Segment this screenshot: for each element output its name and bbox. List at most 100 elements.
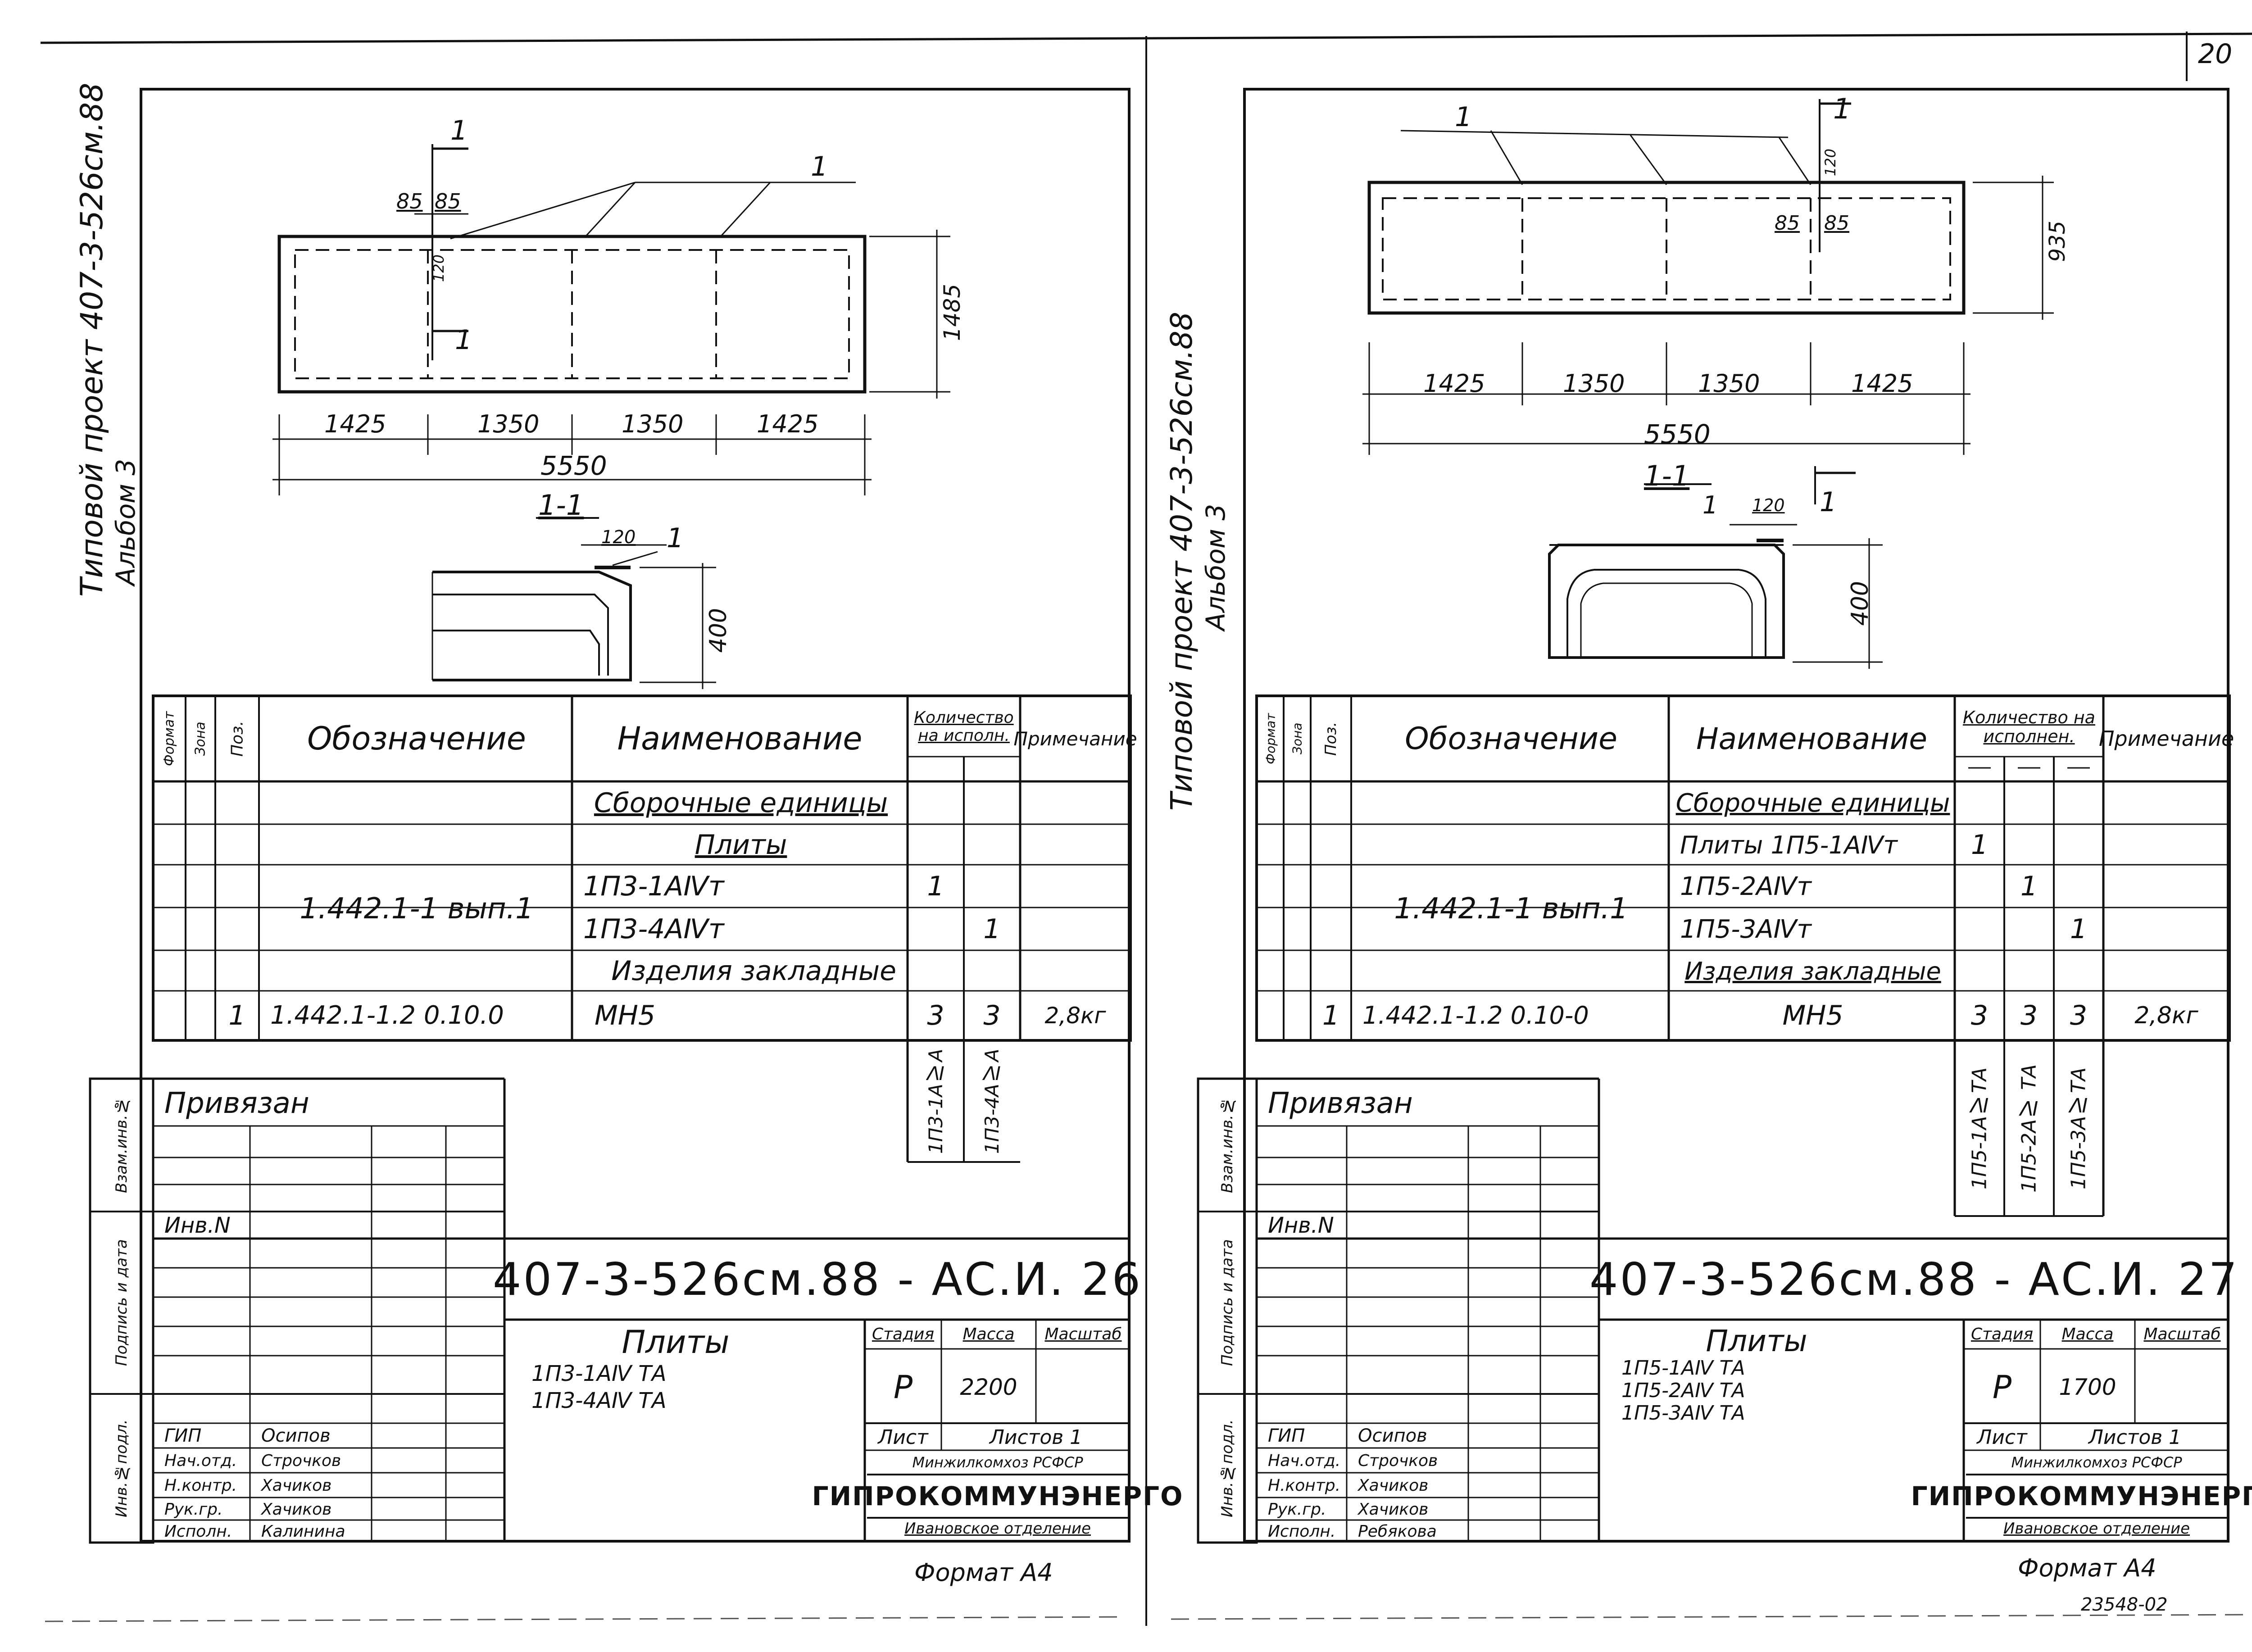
left-stamp-name-3: Хачиков <box>261 1476 332 1495</box>
right-section-ref: 1 <box>1703 491 1718 519</box>
right-stamp-item-3: 1П5-3АⅣ ТА <box>1621 1401 1745 1425</box>
right-spec-header-name: Наименование <box>1696 721 1927 756</box>
right-spec-row-6-q3: 3 <box>2070 999 2088 1031</box>
left-plan-dim-85a: 85 <box>396 189 423 213</box>
left-spec-row-3-q1: 1 <box>927 871 944 902</box>
left-spec-row-1-name: Сборочные единицы <box>594 787 888 819</box>
left-stamp-header-scale: Масштаб <box>1044 1325 1122 1343</box>
right-spec-row-6-q2: 3 <box>2020 999 2038 1031</box>
right-plan-dim-3: 1350 <box>1698 369 1760 398</box>
left-plan-ref: 1 <box>811 151 828 182</box>
right-plan-dim-4: 1425 <box>1851 369 1913 398</box>
left-spec-row-6-designation: 1.442.1-1.2 0.10.0 <box>270 1001 504 1030</box>
left-spec-row-6-name: МН5 <box>595 999 656 1031</box>
left-spec-header-designation: Обозначение <box>307 720 526 757</box>
left-plan-total: 5550 <box>540 450 607 481</box>
left-stamp-header-mass: Масса <box>963 1325 1015 1343</box>
right-plan-dim-85a: 85 <box>1775 212 1800 235</box>
right-plan-dim-85b: 85 <box>1824 212 1849 235</box>
right-stamp-org: ГИПРОКОММУНЭНЕРГО <box>1911 1474 2252 1519</box>
left-spec-header-qty: Количество на исполн. <box>914 708 1014 745</box>
right-stamp-sheet: Лист <box>1977 1425 2027 1449</box>
corner-code: 23548-02 <box>2081 1594 2168 1615</box>
left-stamp-org-bottom: Ивановское отделение <box>904 1520 1091 1538</box>
right-spec-row-6-note: 2,8кг <box>2134 1002 2198 1029</box>
right-side-label-vzam: Взам.инв.№ <box>1218 1097 1236 1194</box>
right-stamp-header-stage: Стадия <box>1970 1325 2034 1343</box>
right-spec-row-6-q1: 3 <box>1970 999 1989 1031</box>
right-stamp-inv: Инв.N <box>1268 1213 1334 1238</box>
right-spec-row-3-designation: 1.442.1-1 вып.1 <box>1394 892 1628 926</box>
right-stamp-header-scale: Масштаб <box>2143 1325 2221 1343</box>
left-spec-row-6-q2: 3 <box>983 999 1001 1031</box>
right-stamp-name-2: Строчков <box>1358 1451 1438 1470</box>
page-number: 20 <box>2198 38 2233 70</box>
left-spec-header-note: Примечание <box>1013 727 1137 750</box>
right-stamp-role-5: Исполн. <box>1268 1522 1336 1541</box>
right-format-label: Формат А4 <box>2018 1554 2157 1582</box>
right-plan-dim-1: 1425 <box>1423 369 1485 398</box>
left-stamp-name-4: Хачиков <box>261 1500 332 1519</box>
right-spec-row-1-name: Сборочные единицы <box>1675 788 1950 818</box>
right-plan-section-mark: 1 <box>1833 92 1851 125</box>
left-section-title: 1-1 <box>538 489 584 522</box>
left-spec-row-5-name: Изделия закладные <box>611 955 896 987</box>
left-spec-row-3-designation: 1.442.1-1 вып.1 <box>300 892 534 926</box>
left-plan-section-mark: 1 <box>450 115 468 146</box>
right-spec-row-5-name: Изделия закладные <box>1684 957 1941 985</box>
left-stamp-role-3: Н.контр. <box>164 1476 237 1495</box>
right-stamp-privyazan: Привязан <box>1268 1087 1413 1120</box>
left-spec-header-name: Наименование <box>617 720 863 757</box>
left-format-label: Формат А4 <box>914 1558 1053 1587</box>
left-plan-dim-4: 1425 <box>757 410 819 438</box>
left-stamp-header-stage: Стадия <box>872 1325 935 1343</box>
left-stamp-sheets: Листов 1 <box>989 1425 1083 1449</box>
right-stamp-role-4: Рук.гр. <box>1268 1500 1326 1519</box>
right-spec-row-4-q3: 1 <box>2070 913 2088 945</box>
right-section-mark: 1 <box>1820 486 1837 518</box>
left-plan-dim-85b: 85 <box>435 189 461 213</box>
left-spec-row-2-name: Плиты <box>695 829 787 861</box>
right-spec-row-3-name: 1П5-2АⅣт <box>1680 871 1812 901</box>
right-spec-header-note: Примечание <box>2098 726 2234 751</box>
left-stamp-item-2: 1П3-4АⅣ ТА <box>531 1388 667 1413</box>
right-side-label-signature: Подпись и дата <box>1218 1239 1236 1366</box>
right-stamp-stage: Р <box>1992 1369 2012 1406</box>
right-stamp-header-mass: Масса <box>2061 1325 2114 1343</box>
right-spec-header-qty: Количество на исполнен. <box>1963 708 2095 746</box>
right-section-title: 1-1 <box>1644 459 1690 492</box>
right-plan-ref: 1 <box>1455 101 1472 133</box>
right-stamp-org-bottom: Ивановское отделение <box>2003 1520 2190 1538</box>
right-spec-row-6-name: МН5 <box>1782 999 1843 1031</box>
left-stamp-role-1: ГИП <box>164 1425 202 1446</box>
left-stamp-name-2: Строчков <box>261 1451 341 1470</box>
right-stamp-name-4: Хачиков <box>1358 1500 1429 1519</box>
right-plan-dim-2: 1350 <box>1563 369 1625 398</box>
left-stamp-code: 407-3-526см.88 - АС.И. 26 <box>492 1253 1143 1306</box>
left-stamp-role-4: Рук.гр. <box>164 1500 223 1519</box>
left-section-dim-120: 120 <box>601 527 636 548</box>
left-stamp-role-2: Нач.отд. <box>164 1451 237 1470</box>
left-stamp-sheet: Лист <box>878 1425 928 1449</box>
right-stamp-title: Плиты <box>1706 1324 1807 1358</box>
right-spec-row-2-q1: 1 <box>1970 829 1989 861</box>
right-stamp-mass: 1700 <box>2059 1374 2116 1400</box>
right-stamp-role-2: Нач.отд. <box>1268 1451 1341 1470</box>
left-spec-row-6-pos: 1 <box>228 999 246 1031</box>
right-stamp-role-1: ГИП <box>1268 1425 1305 1446</box>
left-stamp-name-5: Калинина <box>261 1522 345 1541</box>
left-plan-section-mark-bottom: 1 <box>455 324 472 356</box>
left-stamp-org-top: Минжилкомхоз РСФСР <box>912 1454 1083 1471</box>
left-stamp-stage: Р <box>893 1369 913 1406</box>
right-stamp-org-top: Минжилкомхоз РСФСР <box>2011 1454 2182 1471</box>
left-plan-dim-3: 1350 <box>622 410 684 438</box>
right-side-label-inv: Инв.№подл. <box>1218 1419 1236 1517</box>
right-stamp-item-2: 1П5-2АⅣ ТА <box>1621 1379 1745 1402</box>
